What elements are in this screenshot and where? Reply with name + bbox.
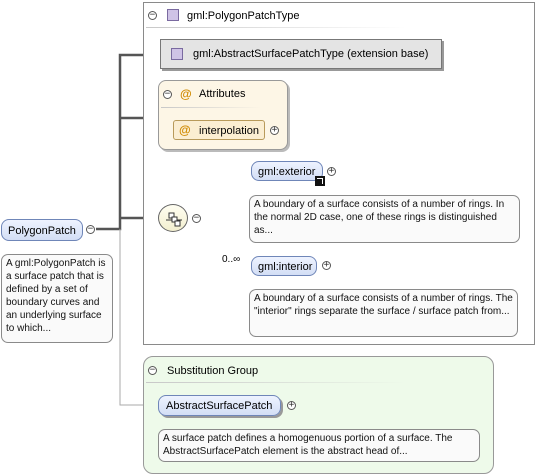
attributes-title: Attributes (199, 88, 246, 100)
complex-type-icon (167, 9, 179, 21)
collapse-root-icon[interactable]: − (86, 224, 95, 234)
collapse-substitution-icon[interactable]: − (148, 365, 157, 375)
expand-interior-icon[interactable]: + (322, 260, 331, 270)
element-interior[interactable]: gml:interior (251, 256, 317, 276)
abstract-surface-patch-description: A surface patch defines a homogenuous po… (158, 429, 480, 462)
element-abstract-surface-patch[interactable]: AbstractSurfacePatch (158, 395, 281, 416)
interior-name: gml:interior (258, 261, 313, 273)
attribute-name: interpolation (199, 125, 259, 137)
extension-base-label: gml:AbstractSurfacePatchType (extension … (193, 48, 429, 60)
attribute-at-icon: @ (180, 87, 192, 101)
type-title: gml:PolygonPatchType (187, 10, 300, 22)
element-exterior[interactable]: gml:exterior (251, 161, 323, 181)
attributes-box: − @ Attributes @ interpolation + (158, 80, 288, 150)
expand-interpolation-icon[interactable]: + (270, 125, 279, 135)
root-name: PolygonPatch (8, 225, 76, 237)
collapse-sequence-icon[interactable]: − (192, 213, 201, 223)
root-description: A gml:PolygonPatch is a surface patch th… (1, 254, 113, 343)
sequence-icon (166, 212, 182, 227)
attribute-item-icon: @ (179, 123, 191, 137)
interior-description: A boundary of a surface consists of a nu… (249, 289, 518, 337)
reference-arrow-icon (315, 176, 325, 186)
collapse-attributes-icon[interactable]: − (163, 89, 172, 99)
base-type-icon (171, 48, 183, 60)
extension-base-box[interactable]: gml:AbstractSurfacePatchType (extension … (160, 39, 442, 69)
substitution-group-title: Substitution Group (167, 365, 259, 377)
exterior-name: gml:exterior (258, 166, 316, 178)
collapse-type-icon[interactable]: − (148, 10, 157, 20)
interior-cardinality: 0..∞ (222, 254, 241, 265)
root-element-polygon-patch[interactable]: PolygonPatch (1, 219, 83, 241)
abstract-surface-patch-name: AbstractSurfacePatch (166, 400, 273, 412)
exterior-description: A boundary of a surface consists of a nu… (249, 195, 520, 243)
expand-exterior-icon[interactable]: + (327, 166, 336, 176)
attribute-interpolation[interactable]: @ interpolation (173, 120, 265, 140)
sequence-compositor[interactable] (158, 204, 188, 232)
expand-abstract-surface-patch-icon[interactable]: + (287, 400, 296, 410)
